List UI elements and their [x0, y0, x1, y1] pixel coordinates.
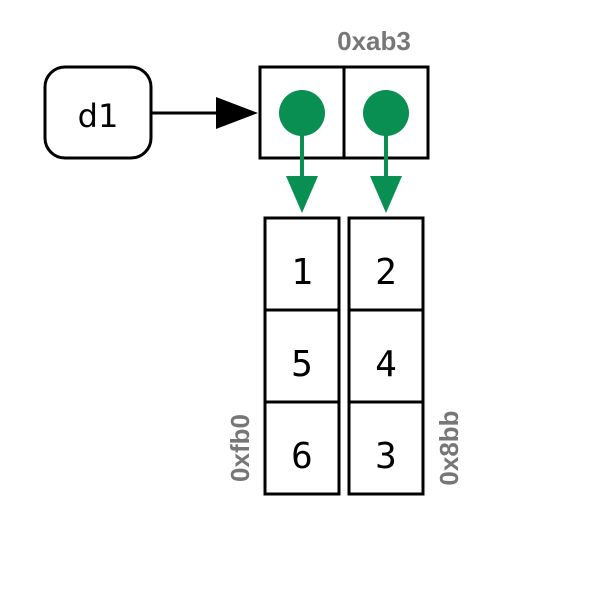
vector-1-value: 1 — [291, 252, 313, 293]
pointer-group — [279, 90, 409, 213]
vector-2: 2 4 3 — [347, 216, 425, 496]
vector-2-address-label: 0x8bb — [434, 410, 464, 485]
vector-1-cell — [263, 400, 341, 496]
vector-1-cell — [263, 308, 341, 404]
pointer-arrowhead-2 — [370, 176, 402, 213]
vector-2-cell — [347, 216, 425, 312]
pointer-dot-1 — [279, 90, 325, 136]
pointer-arrowhead-1 — [286, 176, 318, 213]
list-address-label: 0xab3 — [337, 26, 411, 56]
vector-2-value: 2 — [375, 252, 397, 293]
vector-1: 1 5 6 — [263, 216, 341, 496]
vector-1-value: 5 — [291, 344, 313, 385]
variable-box: d1 — [43, 65, 153, 160]
vector-2-value: 4 — [375, 344, 397, 385]
variable-name-label: d1 — [78, 97, 119, 135]
vector-2-cell — [347, 400, 425, 496]
vector-1-value: 6 — [291, 436, 313, 477]
binding-arrowhead — [216, 97, 258, 129]
vector-2-cell — [347, 308, 425, 404]
pointer-dot-2 — [363, 90, 409, 136]
vector-2-value: 3 — [375, 436, 397, 477]
vector-1-address-label: 0xfb0 — [225, 414, 255, 482]
